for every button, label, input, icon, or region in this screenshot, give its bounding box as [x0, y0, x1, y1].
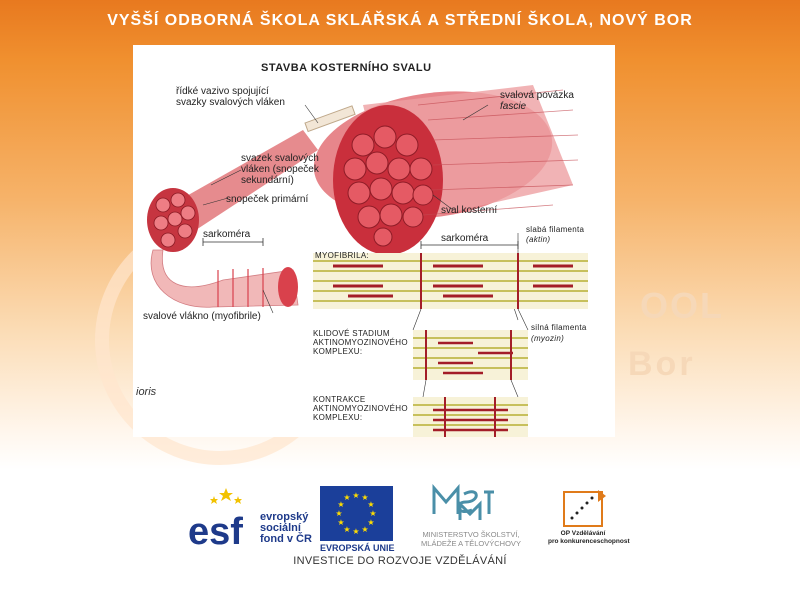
eu-stars-icon: ★★★ ★★★ ★★★ ★★★ [335, 491, 376, 536]
footer-text: INVESTICE DO ROZVOJE VZDĚLÁVÁNÍ [293, 555, 507, 567]
watermark-text-2: Bor [628, 345, 696, 383]
svg-text:★: ★ [337, 518, 344, 527]
op-label: OP Vzdělávání pro konkurenceschopnost [548, 530, 630, 545]
muscle-diagram-illustration [147, 85, 588, 437]
label-connective-tissue: řídké vazivo spojující svazky svalových … [176, 86, 285, 108]
header-title: VYŠŠÍ ODBORNÁ ŠKOLA SKLÁŘSKÁ A STŘEDNÍ Š… [107, 12, 693, 29]
svg-text:★: ★ [343, 525, 350, 534]
label-primary-bundle: snopeček primární [226, 194, 309, 205]
label-fascia-latin: fascie [500, 101, 527, 112]
msmt-label: MINISTERSTVO ŠKOLSTVÍ, MLÁDEŽE A TĚLOVÝC… [421, 530, 521, 548]
label-fascia: svalová povázka [500, 90, 574, 101]
eu-label: EVROPSKÁ UNIE [320, 543, 395, 553]
label-contraction: KONTRAKCE AKTINOMYOZINOVÉHO KOMPLEXU: [313, 395, 408, 422]
svg-text:★: ★ [361, 525, 368, 534]
svg-text:★: ★ [369, 509, 376, 518]
label-myofibril: MYOFIBRILA: [315, 251, 369, 260]
label-thick-filament-latin: (myozin) [531, 334, 565, 343]
muscle-structure-figure: STAVBA KOSTERNÍHO SVALU řídké vazivo spo… [133, 45, 615, 437]
label-muscle-fiber: svalové vlákno (myofibrile) [143, 311, 261, 322]
svg-text:★: ★ [352, 527, 359, 536]
watermark-text-1: OOL [640, 285, 724, 326]
svg-text:★: ★ [367, 500, 374, 509]
label-thick-filament: silná filamenta [531, 323, 587, 332]
logo-row: esf evropský sociální fond v ČR ★★★ ★★★ … [0, 480, 800, 560]
msmt-logo [432, 484, 494, 520]
label-thin-filament-latin: (aktin) [526, 235, 551, 244]
label-rest-state: KLIDOVÉ STADIUM AKTINOMYOZINOVÉHO KOMPLE… [313, 329, 408, 356]
label-thin-filament: slabá filamenta [526, 225, 585, 234]
esf-text: evropský sociální fond v ČR [260, 511, 312, 545]
esf-logo: esf [186, 488, 261, 548]
svg-text:★: ★ [335, 509, 342, 518]
svg-text:★: ★ [361, 493, 368, 502]
op-logo [563, 490, 606, 527]
eu-flag-logo: ★★★ ★★★ ★★★ ★★★ [320, 486, 393, 541]
side-note-text: ioris [136, 386, 157, 398]
label-sarcomere-right: sarkoméra [441, 233, 489, 244]
svg-text:★: ★ [337, 500, 344, 509]
svg-text:★: ★ [343, 493, 350, 502]
label-skeletal-muscle: sval kosterní [441, 205, 498, 216]
label-sarcomere-left: sarkoméra [203, 229, 251, 240]
svg-text:esf: esf [188, 511, 243, 548]
svg-text:★: ★ [352, 491, 359, 500]
svg-text:★: ★ [367, 518, 374, 527]
label-secondary-bundle: svazek svalových vláken (snopeček sekund… [241, 153, 319, 186]
figure-title: STAVBA KOSTERNÍHO SVALU [261, 62, 432, 74]
